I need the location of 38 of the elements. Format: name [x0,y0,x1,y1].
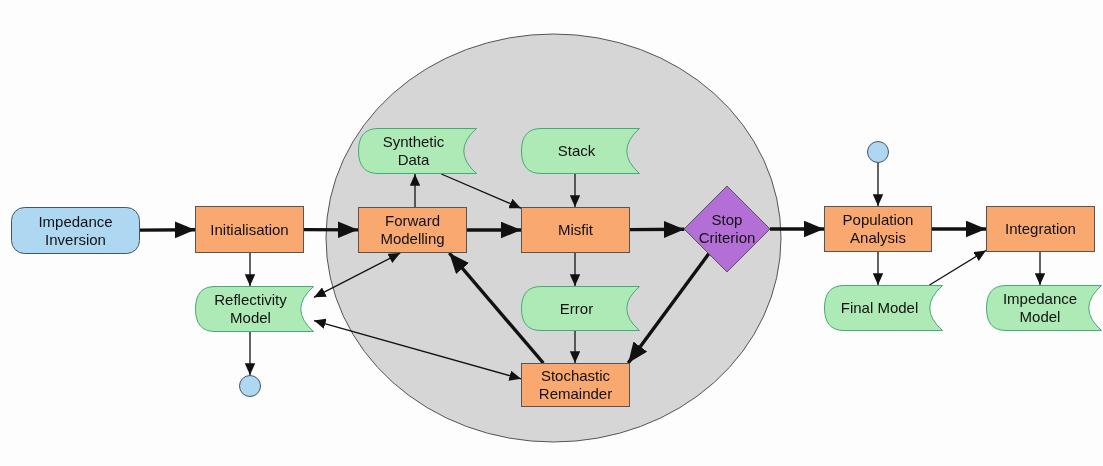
data-shape: Error [521,286,640,331]
arrow [626,252,711,364]
arrow [932,220,986,238]
connector-circle [239,375,261,397]
arrow [872,251,884,286]
process-box: Initialisation [195,206,304,253]
data-shape: Reflectivity Model [195,286,314,332]
start-terminal: Impedance Inversion [11,207,140,254]
arrow [770,220,824,238]
arrow [140,221,195,239]
arrow [447,251,545,365]
arrow [440,173,522,209]
data-shape: Final Model [824,285,943,331]
arrow [467,221,521,239]
arrow [1034,251,1046,286]
data-shape: Impedance Model [986,285,1102,331]
arrow [872,162,884,207]
arrow [244,252,256,287]
arrow [630,220,685,238]
arrow [569,330,581,364]
data-shape: Stack [521,128,640,174]
process-box: Misfit [521,207,630,253]
decision-diamond: Stop Criterion [684,186,770,272]
process-box: Population Analysis [824,206,932,252]
connector-circle [867,141,889,163]
arrow [928,249,987,286]
double-arrow [313,318,522,381]
arrow [569,252,581,287]
double-arrow [313,252,401,298]
process-box: Stochastic Remainder [521,363,630,407]
arrow [304,221,358,239]
process-box: Forward Modelling [358,207,467,253]
process-box: Integration [986,206,1095,252]
arrow [409,173,421,208]
data-shape: Synthetic Data [358,128,477,174]
arrow [244,331,256,376]
loop-region [325,33,782,443]
arrow [569,173,581,208]
